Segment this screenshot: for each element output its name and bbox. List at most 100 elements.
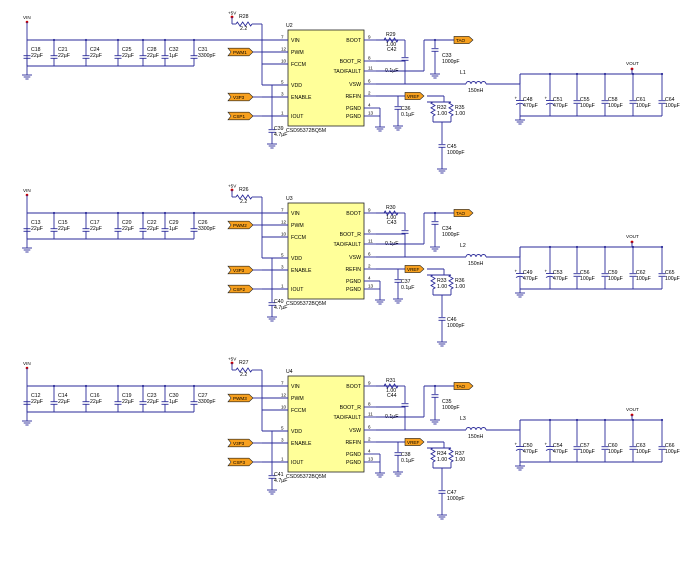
input-cap-ref: C30 xyxy=(169,393,179,399)
plus-sign: + xyxy=(515,442,518,447)
input-cap-value: 1µF xyxy=(169,53,178,59)
refin-cap-value: 0.1µF xyxy=(401,285,414,291)
tao-cap-ref: C33 xyxy=(442,53,452,59)
pin-name: PGND xyxy=(346,279,361,285)
output-cap-ref: C62 xyxy=(636,270,646,276)
tao-cap-ref: C35 xyxy=(442,399,452,405)
pin-name: BOOT xyxy=(346,211,362,217)
input-cap-ref: C22 xyxy=(147,220,157,226)
resistor xyxy=(430,274,436,290)
output-cap-ref: C64 xyxy=(665,97,675,103)
input-cap-value: 22µF xyxy=(147,399,159,405)
vref-port xyxy=(404,438,425,446)
pin-number: 12 xyxy=(281,220,287,225)
pwm-port-label: PWM1 xyxy=(233,50,247,55)
plus-sign: + xyxy=(545,442,548,447)
vref-port xyxy=(404,92,425,100)
pin-name: VDD xyxy=(291,256,302,262)
input-cap-value: 22µF xyxy=(58,399,70,405)
tao-cap-value: 1000pF xyxy=(442,232,460,238)
input-cap-ref: C27 xyxy=(198,393,208,399)
pin-name: PWM xyxy=(291,223,304,229)
pin-name: BOOT_R xyxy=(340,405,362,411)
vref-port-label: VREF xyxy=(407,267,419,272)
pin-name: FCCM xyxy=(291,62,306,68)
pin-number: 9 xyxy=(368,35,371,40)
output-cap-value: 100µF xyxy=(636,276,651,282)
input-cap-ref: C13 xyxy=(31,220,41,226)
low-cap-ref: C46 xyxy=(447,317,457,323)
boot-c-ref: C42 xyxy=(387,47,397,53)
pin-name: VDD xyxy=(291,83,302,89)
resistor xyxy=(448,274,454,290)
r-right-ref: R36 xyxy=(455,278,465,284)
ic-body xyxy=(287,375,365,473)
inductor xyxy=(465,81,487,85)
output-cap-ref: C63 xyxy=(636,443,646,449)
vout-label: VOUT xyxy=(626,407,639,412)
pin-number: 2 xyxy=(368,437,371,442)
pin-name: ENABLE xyxy=(291,268,312,274)
output-cap-ref: C53 xyxy=(553,270,563,276)
resistor xyxy=(430,101,436,117)
output-cap-ref: C48 xyxy=(523,97,533,103)
rboot-value: 2.2 xyxy=(240,199,247,205)
pin-number: 1 xyxy=(281,111,284,116)
enable-port-label: V3P3 xyxy=(233,441,245,446)
inductor-ref: L1 xyxy=(460,70,466,76)
enable-port-label: V3P3 xyxy=(233,268,245,273)
output-cap-value: 100µF xyxy=(608,276,623,282)
tao-cap-value: 1000pF xyxy=(442,405,460,411)
inductor-value: 150nH xyxy=(468,261,484,267)
r-right-value: 1.00 xyxy=(455,111,465,117)
vin-label: VIN xyxy=(23,188,31,193)
input-cap-ref: C23 xyxy=(147,393,157,399)
refin-cap-value: 0.1µF xyxy=(401,112,414,118)
r-left-value: 1.00 xyxy=(437,284,447,290)
input-cap-value: 22µF xyxy=(58,53,70,59)
pin-name: PGND xyxy=(346,106,361,112)
input-cap-value: 22µF xyxy=(122,226,134,232)
plus5v-label: +5V xyxy=(228,11,237,16)
pin-name: TAO/FAULT xyxy=(334,242,362,248)
refin-cap-ref: C38 xyxy=(401,452,411,458)
input-cap-value: 22µF xyxy=(147,226,159,232)
enable-port xyxy=(227,438,254,448)
pin-number: 11 xyxy=(368,66,373,71)
output-cap-value: 100µF xyxy=(580,276,595,282)
converter-stage-3: VINC1222µFC1422µFC1622µFC1922µFC2322µFC3… xyxy=(22,357,680,520)
input-cap-ref: C18 xyxy=(31,47,41,53)
resistor xyxy=(235,367,253,373)
pin-name: BOOT_R xyxy=(340,232,362,238)
pin-name: IOUT xyxy=(291,287,304,293)
polarized-capacitor xyxy=(515,448,525,451)
inductor-ref: L2 xyxy=(460,243,466,249)
resistor xyxy=(383,383,399,389)
pin-name: PWM xyxy=(291,396,304,402)
input-cap-value: 22µF xyxy=(90,53,102,59)
output-cap-ref: C57 xyxy=(580,443,590,449)
resistor xyxy=(383,210,399,216)
pin-name: VDD xyxy=(291,429,302,435)
pin-name: REFIN xyxy=(345,267,361,273)
iout-port xyxy=(227,284,254,294)
output-cap-value: 100µF xyxy=(665,449,680,455)
vref-port xyxy=(404,265,425,273)
vdd-cap-value: 4.7µF xyxy=(274,478,287,484)
pin-number: 6 xyxy=(368,425,371,430)
tao-port-label: TAO xyxy=(456,211,466,216)
pin-name: VIN xyxy=(291,211,300,217)
iout-port-label: CSP3 xyxy=(233,460,245,465)
output-cap-ref: C65 xyxy=(665,270,675,276)
pin-number: 13 xyxy=(368,284,374,289)
pwm-port xyxy=(227,393,254,403)
resistor xyxy=(235,21,253,27)
plus5v-label: +5V xyxy=(228,357,237,362)
pin-name: PGND xyxy=(346,460,361,466)
low-cap-value: 1000pF xyxy=(447,323,465,329)
input-cap-value: 1µF xyxy=(169,399,178,405)
refin-cap-value: 0.1µF xyxy=(401,458,414,464)
tao-port xyxy=(453,36,474,44)
pwm-port-label: PWM3 xyxy=(233,396,247,401)
converter-stage-2: VINC1322µFC1522µFC1722µFC2022µFC2222µFC2… xyxy=(22,184,680,347)
